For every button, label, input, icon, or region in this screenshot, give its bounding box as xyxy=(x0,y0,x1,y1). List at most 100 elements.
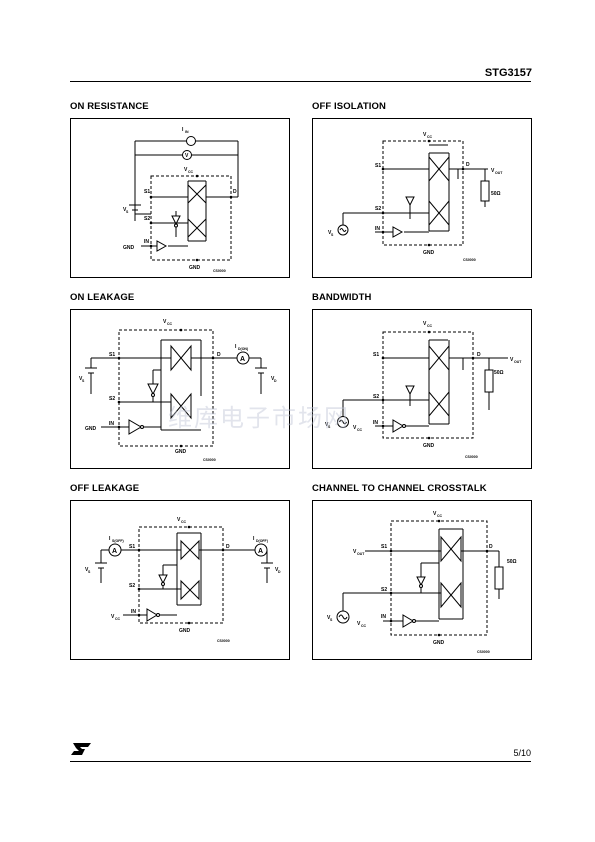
d-label: D xyxy=(466,162,470,168)
vcc-in-sub: CC xyxy=(361,624,367,628)
d-label: D xyxy=(477,352,481,358)
watermark-text: 维库电子市场网 xyxy=(168,404,350,432)
s2-label: S2 xyxy=(381,587,387,593)
s1-label: S1 xyxy=(144,189,150,195)
vs-sub: S xyxy=(331,233,334,237)
header-rule xyxy=(70,81,531,82)
page-number: 5/10 xyxy=(513,748,531,758)
figure-code: CS0000 xyxy=(465,455,478,459)
s1-label: S1 xyxy=(375,163,381,169)
vcc-label: V xyxy=(163,319,167,325)
off-isolation-schematic: V CC S1 S2 IN D V OUT 50Ω V S GND CS0000 xyxy=(328,132,503,262)
vcc-in-sub: CC xyxy=(115,617,121,621)
title-on-leakage: ON LEAKAGE xyxy=(70,292,135,303)
vcc-in-label: V xyxy=(357,621,361,627)
id-off-label: I xyxy=(253,536,255,542)
vcc-label: V xyxy=(184,167,188,173)
vs-label: V xyxy=(85,567,89,573)
vout-label: V xyxy=(510,357,514,363)
vcc-sub: CC xyxy=(437,514,443,518)
id-off-sub: D(OFF) xyxy=(256,539,268,543)
figure-code: CS0000 xyxy=(217,639,230,643)
vd-label: V xyxy=(271,376,275,382)
vout-label: V xyxy=(353,549,357,555)
circuit-off-leakage: A A I S(OFF) I D(OFF) V CC S1 S2 IN D V … xyxy=(70,500,290,660)
gnd-label: GND xyxy=(423,250,435,256)
on-leakage-schematic: A I D(ON) V CC S1 S2 IN D V S V D GND GN… xyxy=(79,319,277,462)
vout-sub: OUT xyxy=(357,552,365,556)
in-label: IN xyxy=(373,420,378,426)
vs-sub: S xyxy=(330,618,333,622)
d-label: D xyxy=(489,544,493,550)
in-label: IN xyxy=(375,226,380,232)
figure-code: CS0000 xyxy=(463,258,476,262)
s1-label: S1 xyxy=(381,544,387,550)
vcc-in-label: V xyxy=(353,425,357,431)
vs-label: V xyxy=(325,422,329,428)
in-label: IN xyxy=(144,239,149,245)
vs-sub: S xyxy=(88,570,91,574)
circuit-on-resistance: I IN V V CC S1 S2 IN D V S GND GND CS000… xyxy=(70,118,290,278)
iin-label: I xyxy=(182,127,184,133)
vd-sub: D xyxy=(278,570,281,574)
s1-label: S1 xyxy=(109,352,115,358)
s2-label: S2 xyxy=(129,583,135,589)
title-on-resistance: ON RESISTANCE xyxy=(70,101,149,112)
in-label: IN xyxy=(109,421,114,427)
vout-sub: OUT xyxy=(514,360,522,364)
s1-label: S1 xyxy=(129,544,135,550)
figure-code: CS0000 xyxy=(213,269,226,273)
ammeter-letter-left: A xyxy=(112,548,117,555)
vs-sub: S xyxy=(126,210,129,214)
vcc-in-sub: CC xyxy=(357,428,363,432)
vd-sub: D xyxy=(274,379,277,383)
gnd-left-label: GND xyxy=(85,426,97,432)
st-logo-icon xyxy=(71,743,91,755)
footer-rule xyxy=(70,761,531,762)
d-label: D xyxy=(226,544,230,550)
in-label: IN xyxy=(381,614,386,620)
gnd-label: GND xyxy=(423,443,435,449)
circuit-crosstalk: V CC V OUT S1 S2 IN D 50Ω V S V CC GND C… xyxy=(312,500,532,660)
title-bandwidth: BANDWIDTH xyxy=(312,292,372,303)
crosstalk-schematic: V CC V OUT S1 S2 IN D 50Ω V S V CC GND C… xyxy=(327,511,517,654)
off-leakage-schematic: A A I S(OFF) I D(OFF) V CC S1 S2 IN D V … xyxy=(85,517,281,643)
resistor-value: 50Ω xyxy=(507,559,517,565)
vcc-label: V xyxy=(177,517,181,523)
iin-sub: IN xyxy=(185,130,189,134)
resistor-value: 50Ω xyxy=(494,370,504,376)
vcc-sub: CC xyxy=(188,170,194,174)
s2-label: S2 xyxy=(375,206,381,212)
vcc-sub: CC xyxy=(427,135,433,139)
gnd-bottom-label: GND xyxy=(189,265,201,271)
gnd-left-label: GND xyxy=(123,245,135,251)
vs-label: V xyxy=(328,230,332,236)
gnd-label: GND xyxy=(433,640,445,646)
s1-label: S1 xyxy=(373,352,379,358)
vcc-label: V xyxy=(423,321,427,327)
document-part-number: STG3157 xyxy=(484,67,532,79)
s2-label: S2 xyxy=(109,396,115,402)
vcc-label: V xyxy=(433,511,437,517)
id-on-label: I xyxy=(235,344,237,350)
figure-code: CS0000 xyxy=(477,650,490,654)
figure-code: CS0000 xyxy=(203,458,216,462)
d-label: D xyxy=(217,352,221,358)
vs-label: V xyxy=(123,207,127,213)
title-crosstalk: CHANNEL TO CHANNEL CROSSTALK xyxy=(312,483,487,494)
on-resistance-schematic: I IN V V CC S1 S2 IN D V S GND GND CS000… xyxy=(123,127,239,273)
id-on-sub: D(ON) xyxy=(238,347,248,351)
is-off-sub: S(OFF) xyxy=(112,539,124,543)
d-label: D xyxy=(233,189,237,195)
ammeter-letter-right: A xyxy=(258,548,263,555)
vd-label: V xyxy=(275,567,279,573)
circuit-bandwidth: V CC S1 S2 IN D V OUT 50Ω V S V CC GND C… xyxy=(312,309,532,469)
in-label: IN xyxy=(131,609,136,615)
is-off-label: I xyxy=(109,536,111,542)
vs-label: V xyxy=(327,615,331,621)
bandwidth-schematic: V CC S1 S2 IN D V OUT 50Ω V S V CC GND C… xyxy=(325,321,522,459)
vs-sub: S xyxy=(328,425,331,429)
gnd-bottom-label: GND xyxy=(175,449,187,455)
s2-label: S2 xyxy=(144,216,150,222)
vs-sub: S xyxy=(82,379,85,383)
